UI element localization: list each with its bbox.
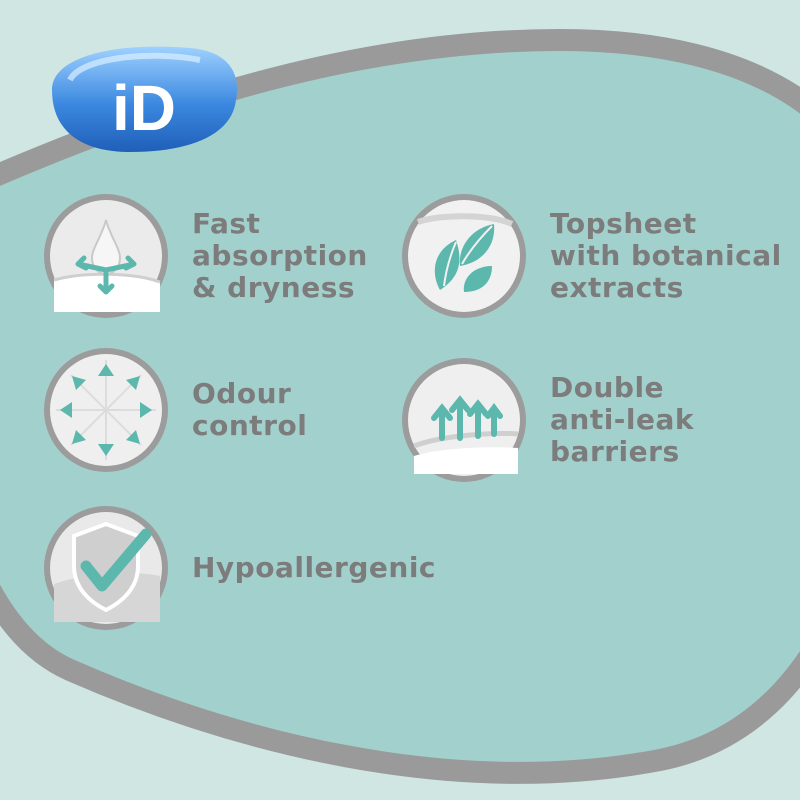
- feature-label: Topsheet with botanical extracts: [550, 207, 782, 304]
- brand-logo: iD: [40, 40, 240, 160]
- feature-odour-control: Odour control: [42, 346, 307, 474]
- feature-label: Double anti-leak barriers: [550, 371, 695, 468]
- feature-label: Fast absorption & dryness: [192, 207, 368, 304]
- feature-label: Hypoallergenic: [192, 551, 437, 584]
- leaves-icon: [400, 192, 528, 320]
- feature-anti-leak: Double anti-leak barriers: [400, 356, 694, 484]
- feature-label: Odour control: [192, 377, 308, 442]
- shield-check-icon: [42, 504, 170, 632]
- radiating-arrows-icon: [42, 346, 170, 474]
- feature-fast-absorption: Fast absorption & dryness: [42, 192, 368, 320]
- water-drop-icon: [42, 192, 170, 320]
- feature-topsheet: Topsheet with botanical extracts: [400, 192, 782, 320]
- feature-hypoallergenic: Hypoallergenic: [42, 504, 436, 632]
- upward-arrows-icon: [400, 356, 528, 484]
- logo-text: iD: [112, 72, 176, 144]
